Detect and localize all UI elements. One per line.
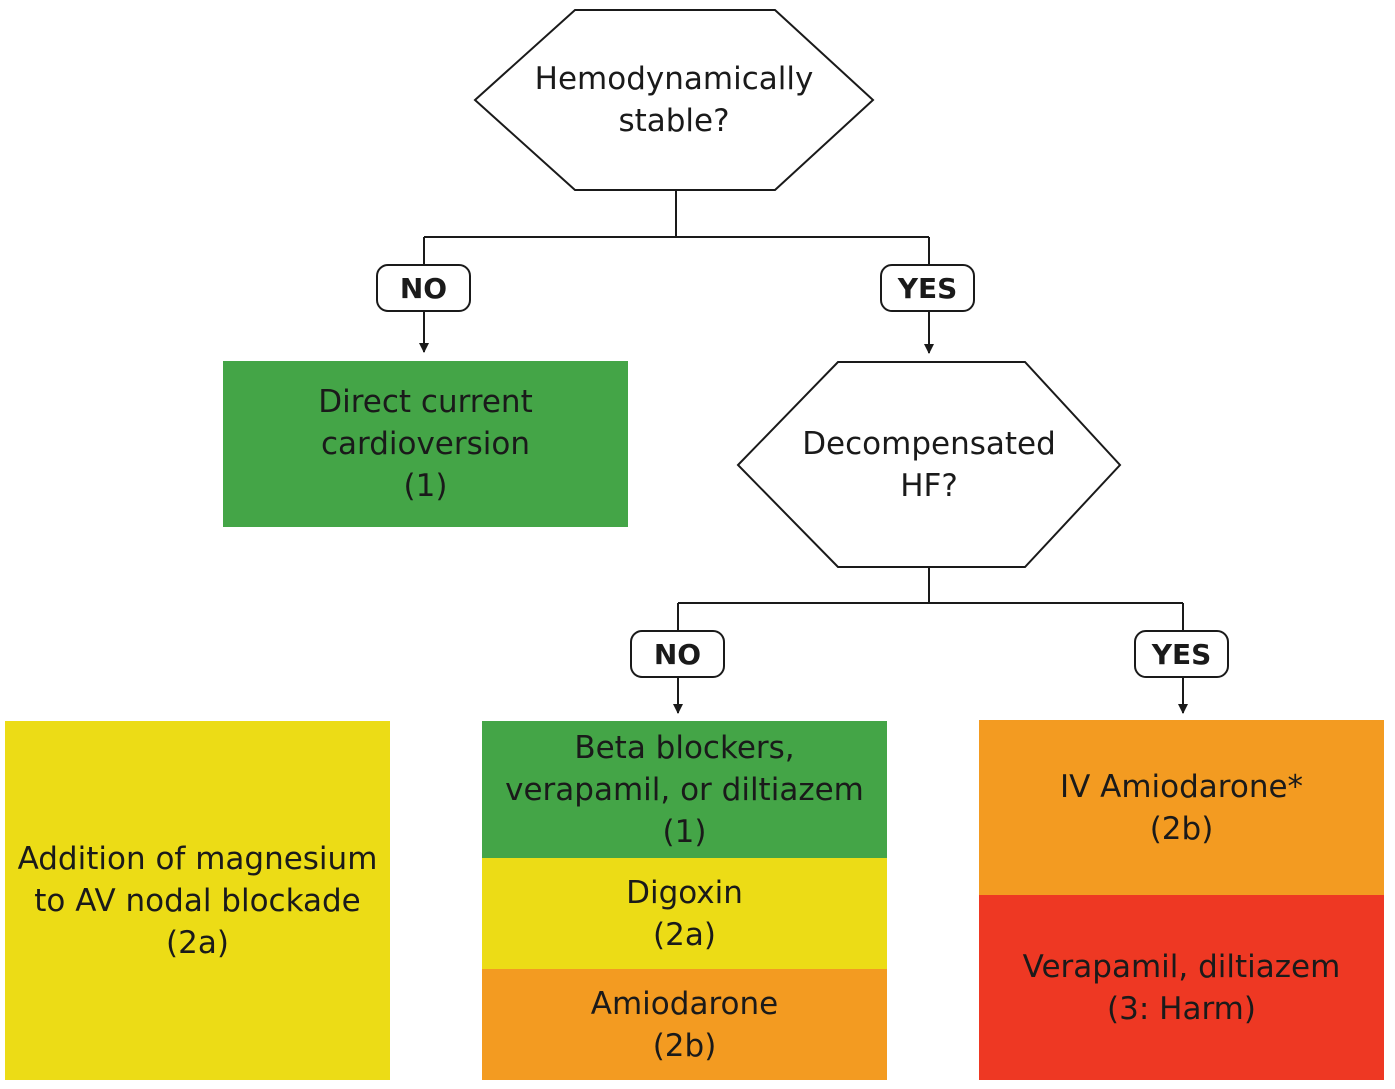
cardioversion-line1: Direct current [318, 384, 533, 420]
digoxin-box: Digoxin (2a) [482, 858, 887, 969]
yes-label-1: YES [880, 264, 975, 312]
beta-blockers-line2: verapamil, or diltiazem [505, 771, 864, 808]
cardioversion-class: (1) [403, 468, 448, 504]
magnesium-class: (2a) [166, 924, 229, 961]
beta-blockers-box: Beta blockers, verapamil, or diltiazem (… [482, 721, 887, 858]
amiodarone-class: (2b) [652, 1027, 717, 1064]
iv-amiodarone-line1: IV Amiodarone* [1059, 768, 1304, 805]
decision2-line2: HF? [900, 467, 958, 504]
decision1-line1: Hemodynamically [534, 61, 814, 97]
beta-blockers-line1: Beta blockers, [574, 729, 795, 766]
amiodarone-box: Amiodarone (2b) [482, 969, 887, 1080]
yes-label-2: YES [1134, 630, 1229, 678]
verapamil-harm-line1: Verapamil, diltiazem [1022, 948, 1341, 985]
no-label-2: NO [630, 630, 725, 678]
digoxin-line1: Digoxin [626, 874, 743, 911]
cardioversion-box: Direct current cardioversion (1) [223, 361, 628, 527]
decision2-line1: Decompensated [802, 425, 1056, 462]
decision-hexagon-2 [736, 361, 1122, 568]
verapamil-harm-box: Verapamil, diltiazem (3: Harm) [979, 895, 1384, 1080]
cardioversion-line2: cardioversion [320, 426, 531, 462]
verapamil-harm-class: (3: Harm) [1107, 990, 1256, 1027]
beta-blockers-class: (1) [662, 813, 707, 850]
magnesium-line2: to AV nodal blockade [34, 882, 361, 919]
iv-amiodarone-class: (2b) [1149, 810, 1214, 847]
no-label-1: NO [376, 264, 471, 312]
amiodarone-line1: Amiodarone [590, 985, 779, 1022]
iv-amiodarone-box: IV Amiodarone* (2b) [979, 720, 1384, 895]
magnesium-box: Addition of magnesium to AV nodal blocka… [5, 721, 390, 1080]
digoxin-class: (2a) [653, 916, 716, 953]
decision-hemodynamically-stable: Hemodynamically stable? [475, 10, 873, 190]
decision-hexagon-1 [473, 9, 875, 191]
decision1-line2: stable? [618, 103, 730, 139]
decision-decompensated-hf: Decompensated HF? [738, 362, 1120, 567]
magnesium-line1: Addition of magnesium [17, 840, 378, 877]
